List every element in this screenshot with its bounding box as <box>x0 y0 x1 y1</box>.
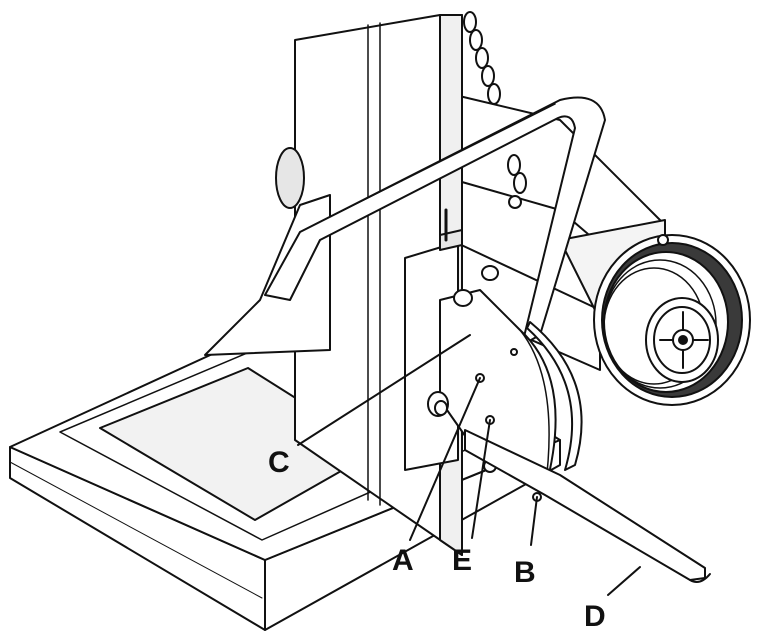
label-d: D <box>584 600 606 632</box>
gusset <box>204 194 331 356</box>
leader-b <box>530 496 538 546</box>
chain <box>463 11 527 194</box>
label-a: A <box>392 544 414 577</box>
leader-lines <box>297 334 641 596</box>
foot-lever <box>464 429 711 583</box>
wheel <box>593 234 751 406</box>
callouts: C A E B D <box>268 446 606 633</box>
leader-a <box>409 377 481 541</box>
label-b: B <box>514 556 536 589</box>
label-c: C <box>268 446 290 479</box>
leader-e <box>471 419 491 539</box>
bolts <box>427 195 669 473</box>
label-e: E <box>452 544 472 577</box>
leader-c <box>297 334 471 446</box>
leader-d <box>607 566 641 596</box>
handle <box>264 96 606 346</box>
